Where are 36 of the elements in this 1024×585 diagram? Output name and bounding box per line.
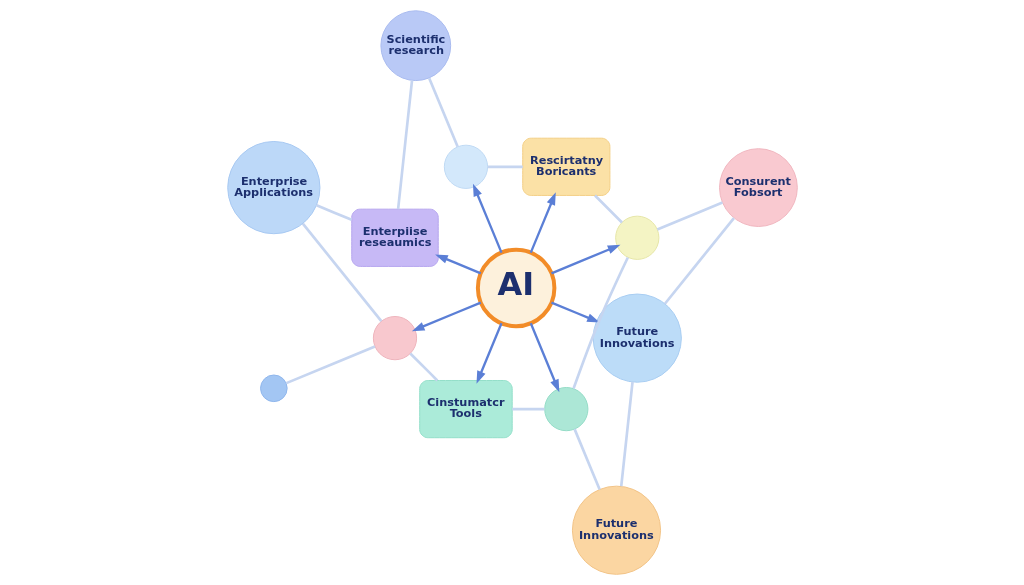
connector (396, 80, 413, 210)
connector (301, 222, 382, 322)
connector (487, 165, 523, 169)
connector (285, 345, 375, 385)
node-circle (259, 374, 288, 403)
arrow (472, 183, 503, 254)
connector (427, 77, 459, 148)
node-circle (614, 215, 659, 260)
connector (315, 204, 352, 222)
connector (572, 428, 601, 491)
connector (571, 256, 629, 389)
connector (619, 381, 634, 487)
node-circle (543, 386, 588, 432)
connector (511, 407, 545, 411)
arrow (529, 192, 556, 254)
arrow (550, 244, 620, 275)
node-circle: Scientific research (379, 10, 451, 82)
node-circle: Future Innovations (592, 293, 682, 383)
connector (663, 217, 735, 305)
node-box: Rescirtatny Boricants (521, 137, 610, 196)
node-circle: Enterprise Applications (226, 140, 320, 235)
node-box: Cinstumatcr Tools (418, 380, 513, 439)
node-circle: Future Innovations (571, 485, 661, 575)
node-circle (443, 144, 488, 189)
connector (656, 201, 723, 231)
node-circle: AI (475, 247, 556, 329)
node-circle (372, 316, 417, 361)
connector (408, 352, 438, 382)
node-circle: Consurent Fobsort (718, 148, 798, 227)
arrow (529, 322, 559, 393)
arrow (411, 301, 481, 332)
node-box: Enterpiise reseaumics (350, 208, 439, 267)
arrow (476, 322, 503, 384)
arrow (550, 301, 600, 323)
connector (593, 194, 623, 224)
arrow (434, 254, 481, 275)
